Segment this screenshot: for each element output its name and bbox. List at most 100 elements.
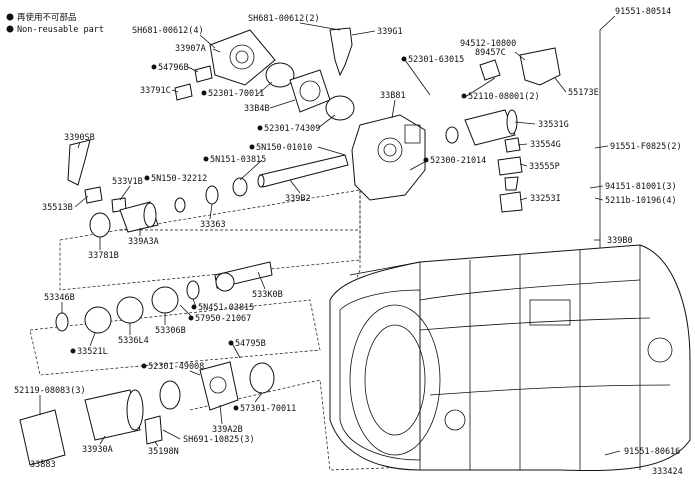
label-91551-80514: 91551-80514 [615,7,671,17]
cover-plate-33907a [209,29,276,86]
snap-ring [151,286,179,314]
bearing-33521l [84,306,112,334]
label-52110-08001-2: 52110-08001(2) [468,92,540,102]
switch-part [504,176,519,191]
label-55173e: 55173E [568,88,599,98]
small-bushing [84,186,103,204]
cover-339a2b [199,361,239,411]
pin-35198n [144,415,163,445]
label-33363: 33363 [200,220,226,230]
label-53306b: 53306B [155,326,186,336]
o-ring [159,380,181,410]
dashed-group-box [59,189,361,291]
dashed-leader [189,379,601,471]
shaft-339b2 [257,154,349,188]
label-5n151-03815: 5N151-03815 [210,155,266,165]
shift-fork [67,139,91,186]
ring [174,197,186,213]
label-52119-08083-3: 52119-08083(3) [14,386,86,396]
label-33907a: 33907A [175,44,206,54]
label-33b4b: 33B4B [244,104,270,114]
plate-33883 [19,409,66,466]
washer [186,280,200,300]
small-bushing [194,65,213,83]
label-54796b: 54796B [158,63,189,73]
label-33b81: 33B81 [380,91,406,101]
legend-bullet-icon [6,13,14,21]
label-54795b: 54795B [235,339,266,349]
gasket-ring [265,62,295,88]
bushing-33781b [89,212,111,238]
label-57301-70011: 57301-70011 [240,404,296,414]
label-91551-80616: 91551-80616 [624,447,680,457]
legend-bullet-icon [6,25,14,33]
gasket-57301 [249,362,275,394]
label-sh681-00612-4: SH681-00612(4) [132,26,204,36]
dashed-group-box [29,299,321,376]
gear-hub [215,272,235,292]
housing-flange [126,389,144,431]
connector-bracket [519,47,561,86]
label-52300-21014: 52300-21014 [430,156,486,166]
switch-part [499,191,523,213]
label-33554g: 33554G [530,140,561,150]
label-94151-81001-3: 94151-81001(3) [605,182,677,192]
shifter-housing-33b81 [351,114,426,201]
label-339b0: 339B0 [607,236,633,246]
label-339b2: 339B2 [285,194,311,204]
label-52301-74309: 52301-74309 [264,124,320,134]
label-53346b: 53346B [44,293,75,303]
label-33791c: 33791C [140,86,171,96]
label-33531g: 33531G [538,120,569,130]
label-35198n: 35198N [148,447,179,457]
legend-reusable: 再使用不可部品 [17,12,77,23]
label-5n150-32212: 5N150-32212 [151,174,207,184]
snap-ring [116,296,144,324]
seal [55,312,69,332]
label-sh691-10825-3: SH691-10825(3) [183,435,255,445]
ring [205,185,219,205]
label-33883: 33883 [30,460,56,470]
label-52301-63015: 52301-63015 [408,55,464,65]
housing-33930a [84,389,141,441]
ring [232,177,248,197]
label-339g1: 339G1 [377,27,403,37]
plate-33b4b [289,69,331,113]
label-33555p: 33555P [529,162,560,172]
label-94512-10800: 94512-10800 [460,39,516,49]
bracket-339g1 [329,27,353,77]
non-reusable-markers [70,56,467,411]
label-5n150-01010: 5N150-01010 [256,143,312,153]
label-33781b: 33781B [88,251,119,261]
label-52301-49008: 52301-49008 [148,362,204,372]
cover-hole [209,376,227,394]
label-5336l4: 5336L4 [118,336,149,346]
label-sh681-00612-2: SH681-00612(2) [248,14,320,24]
switch-part [497,156,523,176]
label-35513b: 35513B [42,203,73,213]
o-ring [445,126,459,144]
label-339a2b: 339A2B [212,425,243,435]
switch-part [504,137,521,153]
label-3390sb: 3390SB [64,133,95,143]
leader-lines [39,15,621,464]
transmission-housing [329,244,691,472]
label-533k0b: 533K0B [252,290,283,300]
small-bushing [174,83,193,101]
label-33930a: 33930A [82,445,113,455]
label-5n451-03815: 5N451-03815 [198,303,254,313]
footer-code: 333424 [652,467,683,477]
label-339a3a: 339A3A [128,237,159,247]
o-ring [325,95,355,121]
label-33253i: 33253I [530,194,561,204]
label-5211b-10196-4: 5211b-10196(4) [605,196,677,206]
sleeve-end [143,202,157,228]
legend-non-reusable: Non-reusable part [17,25,104,35]
label-52301-70011: 52301-70011 [208,89,264,99]
label-57950-21067: 57950-21067 [195,314,251,324]
label-33521l: 33521L [77,347,108,357]
connector [479,59,501,81]
label-533v1b: 533V1B [112,177,143,187]
